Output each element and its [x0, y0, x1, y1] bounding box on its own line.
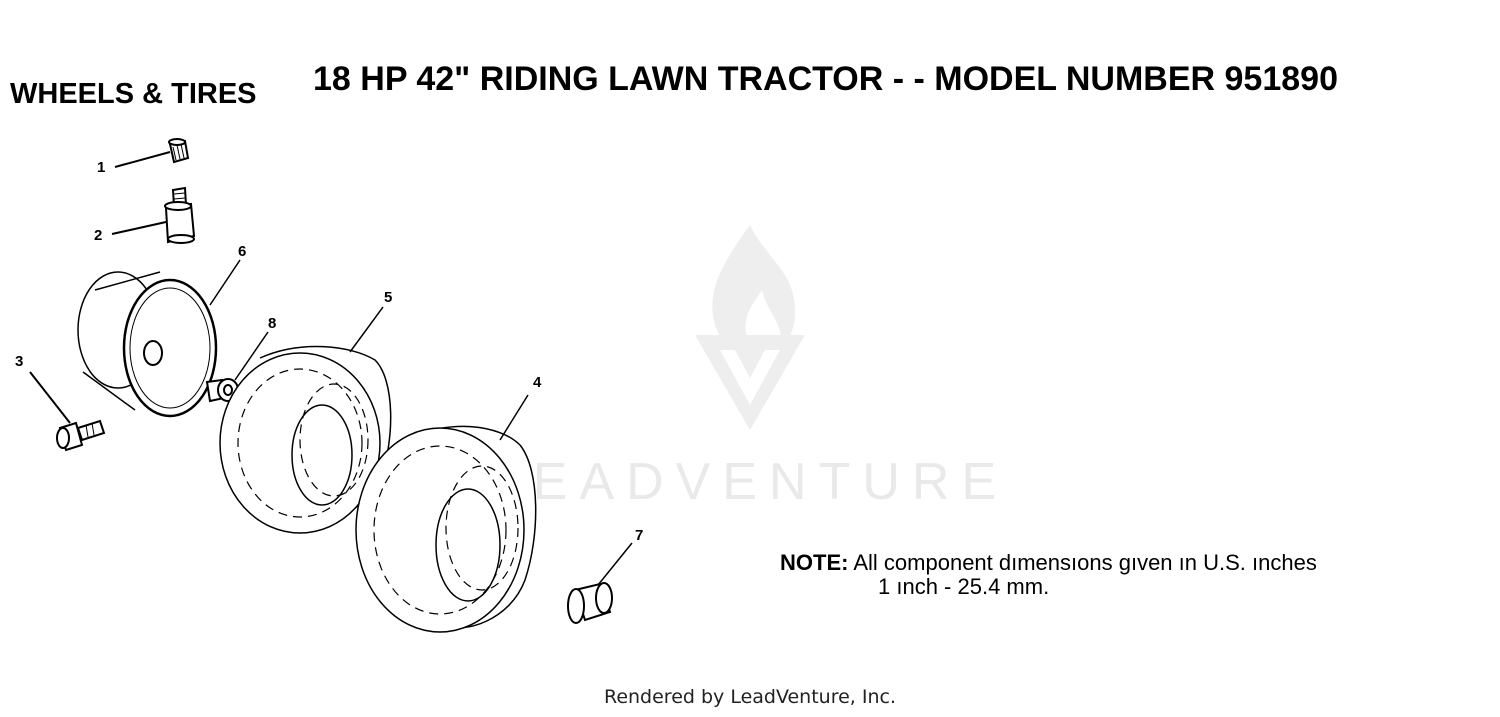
watermark-text: LEADVENTURE — [491, 453, 1009, 511]
part-4-tire — [355, 394, 537, 633]
callout-6: 6 — [238, 243, 246, 260]
callout-4: 4 — [533, 374, 542, 391]
callout-2: 2 — [94, 227, 102, 244]
dimension-note: NOTE: All component dımensıons gıven ın … — [780, 550, 1317, 598]
part-6-wheel-rim — [77, 259, 241, 418]
callout-1: 1 — [97, 159, 105, 176]
note-label: NOTE: — [780, 550, 849, 575]
note-line-1: All component dımensıons gıven ın U.S. ı… — [853, 550, 1317, 575]
callout-8: 8 — [268, 315, 276, 332]
note-line-2: 1 ınch - 25.4 mm. — [878, 574, 1050, 599]
leadventure-watermark-logo — [695, 225, 805, 430]
footer-credit: Rendered by LeadVenture, Inc. — [603, 686, 897, 708]
part-7-hub-cap — [567, 542, 633, 624]
callout-7: 7 — [635, 527, 643, 544]
part-1-valve-cap — [114, 138, 190, 168]
page-title: 18 HP 42" RIDING LAWN TRACTOR - - MODEL … — [313, 60, 1338, 98]
callout-3: 3 — [15, 353, 23, 370]
part-5-tire — [219, 306, 392, 534]
part-2-valve-stem — [111, 186, 196, 244]
callout-5: 5 — [384, 289, 392, 306]
part-3-bolt — [29, 371, 106, 452]
section-title: WHEELS & TIRES — [10, 78, 257, 110]
